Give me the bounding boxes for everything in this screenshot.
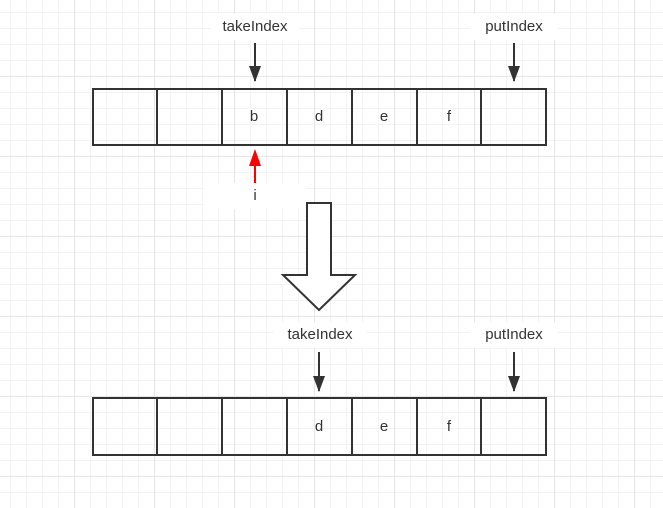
top-put-index-arrowhead [508,66,520,82]
bottom-take-index-arrowhead [313,376,325,392]
top-array-cell-1 [156,88,223,146]
hollow-down-arrow-icon [280,202,358,312]
top-put-index-label: putIndex [470,14,558,40]
iterator-label: i [204,183,306,209]
bottom-array-cell-1 [156,397,223,456]
top-take-index-label: takeIndex [211,14,299,40]
bottom-array [92,397,547,456]
bottom-put-index-arrowhead [508,376,520,392]
top-array-cell-2-text: b [249,108,259,125]
bottom-array-cell-3-text: d [314,418,324,435]
top-array-cell-6 [480,88,547,146]
bottom-put-index-label: putIndex [470,322,558,348]
top-array-cell-5-text: f [446,108,452,125]
bottom-array-cell-0 [92,397,158,456]
bottom-array-cell-5-text: f [446,418,452,435]
bottom-array-cell-2 [221,397,288,456]
top-array-cell-0 [92,88,158,146]
top-array [92,88,547,146]
top-take-index-arrowhead [249,66,261,82]
top-array-cell-3-text: d [314,108,324,125]
bottom-take-index-label: takeIndex [273,322,367,348]
bottom-array-cell-6 [480,397,547,456]
iterator-arrowhead [249,149,261,166]
top-array-cell-4-text: e [379,108,389,125]
bottom-array-cell-4-text: e [379,418,389,435]
